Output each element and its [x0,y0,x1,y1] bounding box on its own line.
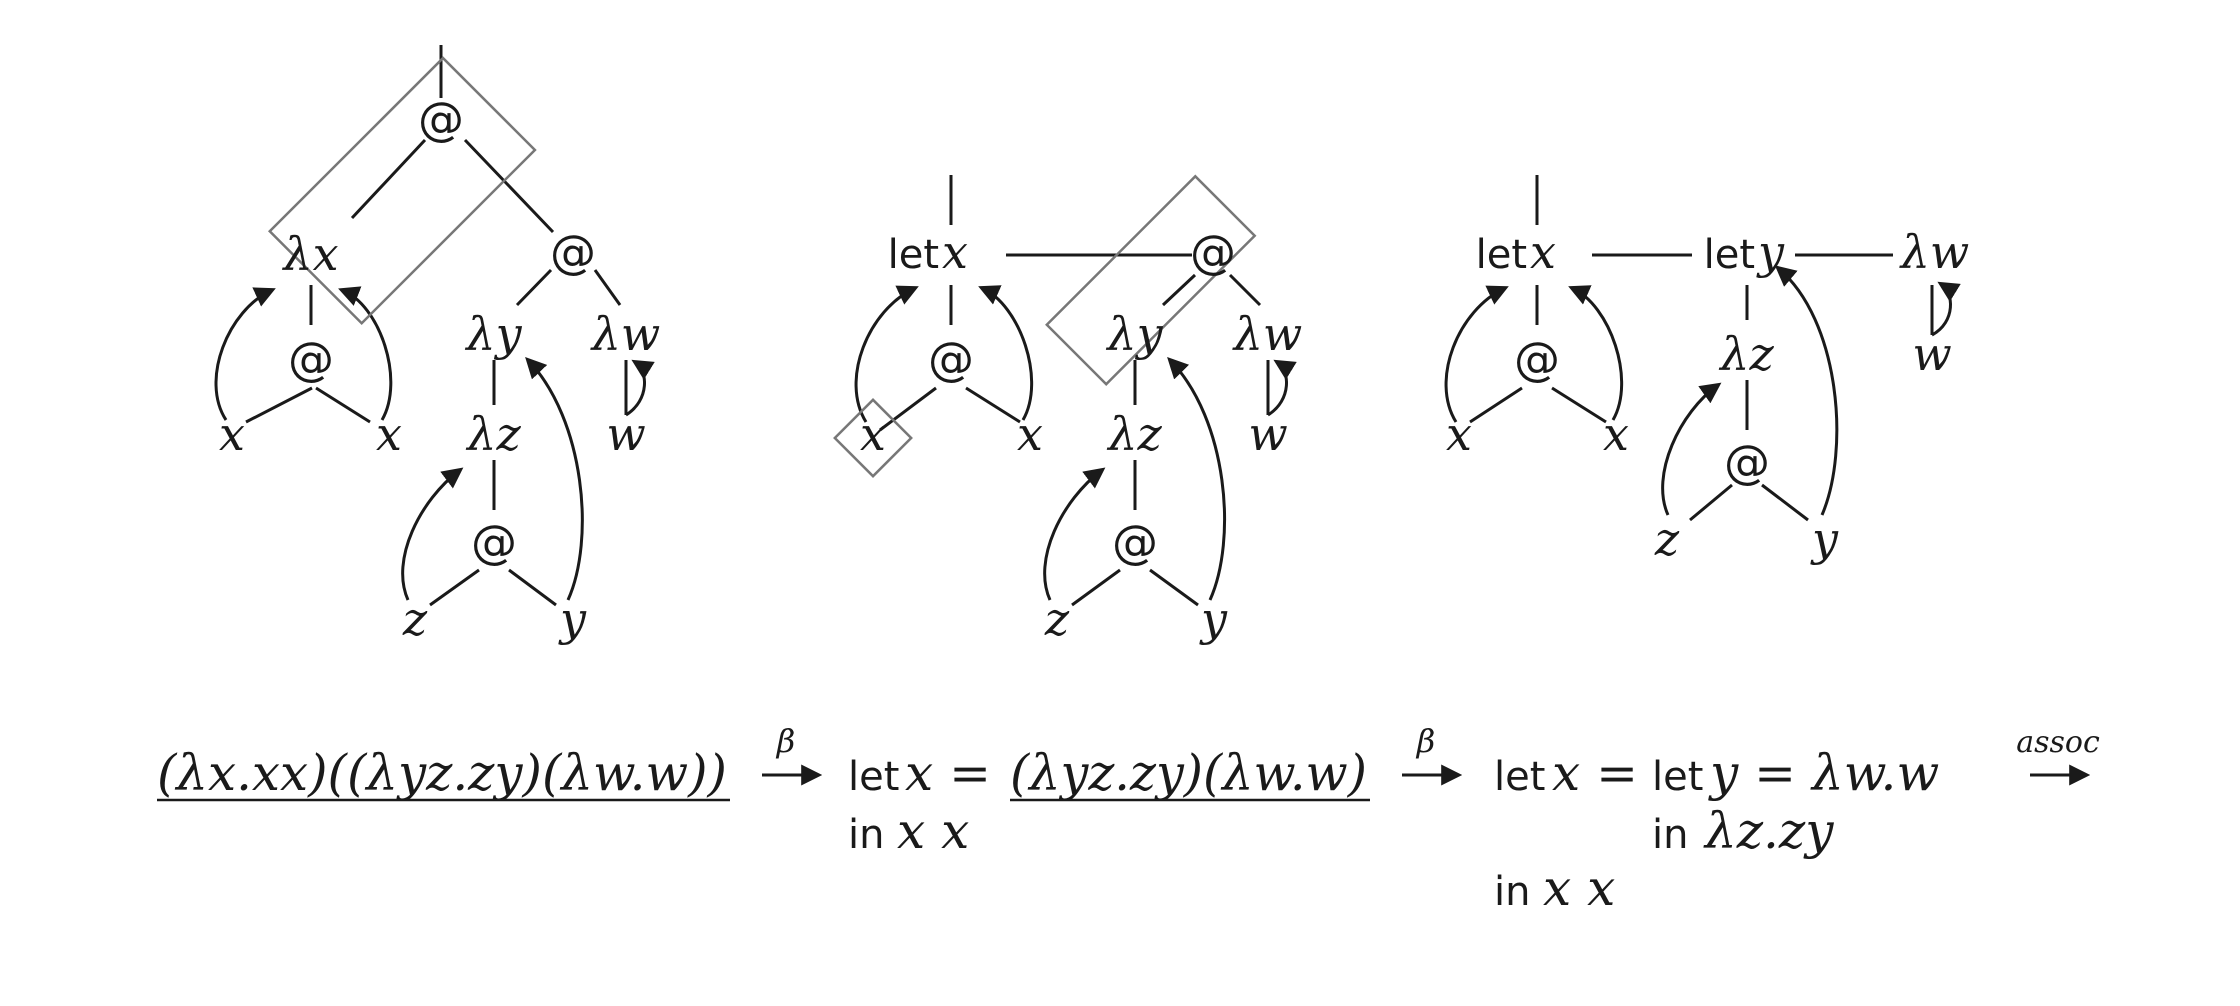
term-3-let: let [1494,754,1545,800]
var-box [833,398,913,478]
var-x-right: x [1603,407,1629,461]
app-node-z: @ [471,515,517,569]
term-3-let-inner: let [1652,754,1703,800]
var-z: z [1044,592,1070,646]
term-3-body-inner: λz.zy [1703,802,1834,860]
graph-1: @ λx @ x x @ λy λw w λz @ z y [214,45,661,646]
beta-label-2: β [1416,722,1436,760]
redex-box-1 [267,56,537,325]
term-3-eq-inner: y = [1708,744,1796,802]
reduction-terms: (λx.xx)((λyz.zy)(λw.w)) β let x = (λyz.z… [157,722,2100,917]
var-x-right: x [376,407,402,461]
let-var-x: x [1530,225,1556,279]
var-x-left: x [860,407,886,461]
lambda-w-node: λw [1899,225,1970,279]
let-keyword-x: let [1476,232,1527,278]
var-z: z [1654,512,1680,566]
term-3-eq: x = [1552,744,1638,802]
app-node: @ [418,92,464,146]
lambda-z-node: λz [1718,327,1774,381]
term-1: (λx.xx)((λyz.zy)(λw.w)) [157,744,727,802]
beta-label-1: β [776,722,796,760]
var-w: w [606,407,645,461]
term-2-body: x x [897,802,969,860]
var-w: w [1912,327,1951,381]
app-node-z: @ [1112,515,1158,569]
term-2-let: let [848,754,899,800]
term-3-in: in [1494,869,1530,915]
let-var-x: x [942,225,968,279]
term-2-rhs: (λyz.zy)(λw.w) [1010,744,1367,802]
let-keyword-y: let [1704,232,1755,278]
term-3-rhs-inner: λw.w [1810,744,1939,802]
term-3-in-inner: in [1652,812,1688,858]
var-y: y [1199,592,1228,646]
app-node-right: @ [1190,225,1236,279]
redex-box-2 [1045,174,1257,386]
term-3-body: x x [1543,859,1615,917]
lambda-w-node: λw [1232,307,1303,361]
assoc-label: assoc [2016,725,2100,760]
let-var-y: y [1756,225,1785,279]
lambda-y-node: λy [464,307,522,361]
lambda-z-node: λz [465,407,521,461]
var-z: z [402,592,428,646]
var-x-right: x [1017,407,1043,461]
app-node-z: @ [1724,435,1770,489]
graph-3: let x let y λw w @ x x λz @ z y [1444,175,1970,566]
var-y: y [558,592,587,646]
var-w: w [1248,407,1287,461]
term-2-in: in [848,812,884,858]
lambda-z-node: λz [1106,407,1162,461]
lambda-w-node: λw [590,307,661,361]
app-node-right: @ [550,225,596,279]
var-y: y [1810,512,1839,566]
var-x-left: x [219,407,245,461]
let-keyword: let [888,232,939,278]
var-x-left: x [1446,407,1472,461]
lambda-y-node: λy [1105,307,1163,361]
term-2-eq: x = [905,744,991,802]
graph-2: let x @ x x @ λy λw w λz @ z y [833,174,1303,646]
app-node-left: @ [1514,332,1560,386]
app-node-left: @ [928,332,974,386]
app-node-left: @ [288,332,334,386]
lambda-x-node: λx [281,227,338,281]
